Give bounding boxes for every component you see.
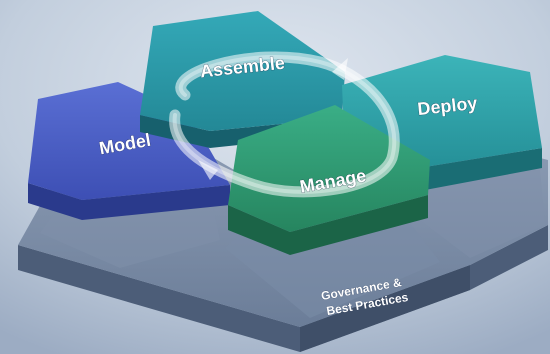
arrow-head-icon (332, 58, 348, 80)
arrow-head-icon (198, 160, 218, 180)
manage-hex (228, 105, 430, 255)
cycle-arrow (169, 51, 400, 198)
